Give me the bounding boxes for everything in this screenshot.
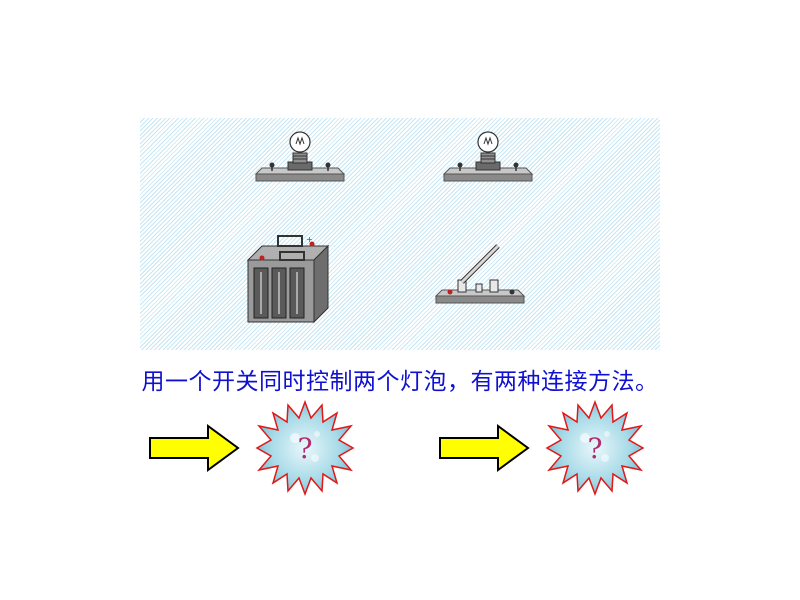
battery-icon: +	[246, 235, 330, 324]
question-caption: 用一个开关同时控制两个灯泡，有两种连接方法。	[141, 369, 659, 395]
starburst-icon	[255, 400, 355, 496]
light-bulb-icon	[442, 131, 534, 182]
answer-starburst-1[interactable]: ?	[255, 400, 355, 496]
starburst-icon	[545, 400, 645, 496]
question-mark-label: ?	[587, 432, 602, 465]
knife-switch-icon	[434, 244, 526, 304]
arrow-right-icon	[149, 424, 240, 472]
question-mark-label: ?	[297, 432, 312, 465]
answer-starburst-2[interactable]: ?	[545, 400, 645, 496]
light-bulb-icon	[254, 131, 346, 182]
circuit-components-panel	[140, 118, 660, 350]
arrow-right-icon	[439, 424, 530, 472]
svg-text:+: +	[306, 235, 313, 244]
